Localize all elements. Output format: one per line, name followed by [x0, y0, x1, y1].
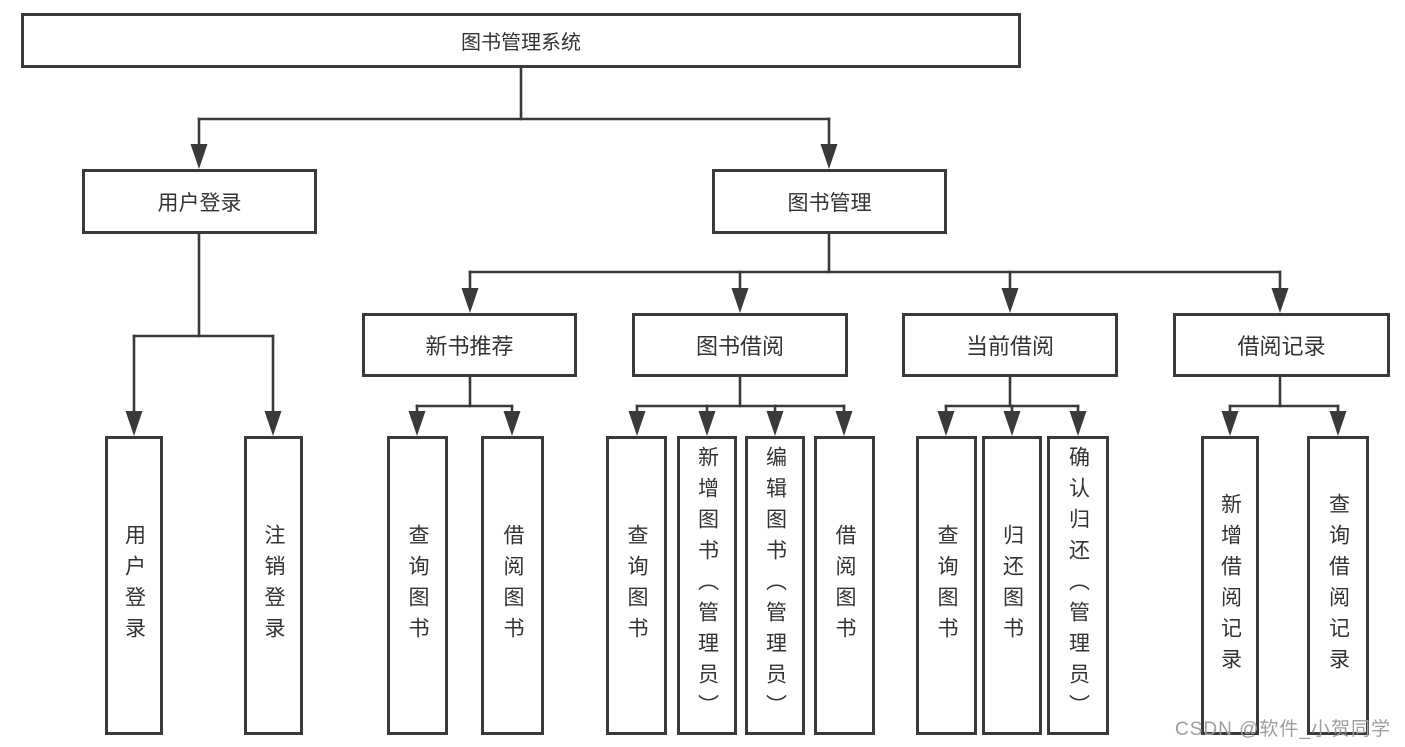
node-new-book-recommend: 新书推荐	[362, 313, 577, 377]
leaf-query-books-current: 查询图书	[916, 436, 977, 735]
node-book-borrowing: 图书借阅	[632, 313, 848, 377]
leaf-add-borrow-record: 新增借阅记录	[1201, 436, 1259, 735]
leaf-logout: 注销登录	[244, 436, 303, 735]
leaf-return-books: 归还图书	[982, 436, 1042, 735]
csdn-watermark: CSDN @软件_小贺同学	[1175, 719, 1391, 740]
node-borrowing-records: 借阅记录	[1173, 313, 1390, 377]
leaf-user-login: 用户登录	[105, 436, 163, 735]
node-library-management-system: 图书管理系统	[21, 13, 1021, 68]
node-current-borrowing: 当前借阅	[902, 313, 1118, 377]
leaf-query-borrow-record: 查询借阅记录	[1307, 436, 1369, 735]
node-book-management: 图书管理	[712, 169, 947, 234]
leaf-add-books-admin: 新增图书（管理员）	[677, 436, 737, 735]
leaf-edit-books-admin: 编辑图书（管理员）	[745, 436, 805, 735]
leaf-borrow-books: 借阅图书	[814, 436, 875, 735]
leaf-borrow-books-recommend: 借阅图书	[481, 436, 544, 735]
node-user-login-group: 用户登录	[82, 169, 317, 234]
leaf-query-books-recommend: 查询图书	[387, 436, 448, 735]
leaf-confirm-return-admin: 确认归还（管理员）	[1047, 436, 1109, 735]
leaf-query-books-borrowing: 查询图书	[606, 436, 667, 735]
